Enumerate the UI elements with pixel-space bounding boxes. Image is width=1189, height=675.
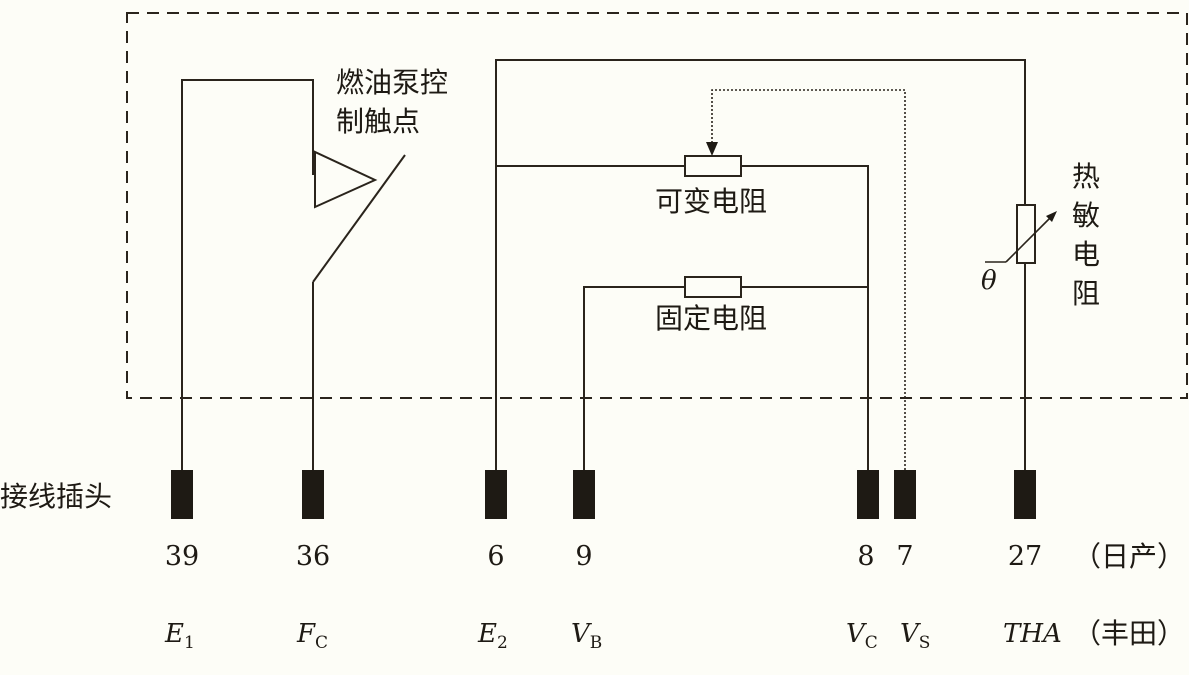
pin-number-8: 8 (857, 541, 874, 572)
pin-name-e2: E2 (477, 619, 508, 653)
thermistor-symbol (1016, 204, 1036, 264)
fixed-resistor-symbol (684, 276, 742, 298)
wire-vc (741, 165, 869, 470)
pin-27 (1014, 470, 1036, 519)
pin-name-e1: E1 (164, 619, 195, 653)
wire-vb (583, 286, 685, 470)
pin-name-vc: VC (846, 619, 878, 653)
pin-number-39: 39 (165, 541, 199, 572)
thermistor-label-char-1: 热 (1072, 160, 1100, 193)
pin-number-27: 27 (1008, 541, 1042, 572)
fixed-resistor-label: 固定电阻 (655, 302, 767, 335)
housing-boundary (126, 12, 1188, 399)
fuel-pump-contact-triangle (314, 150, 378, 209)
pin-number-7: 7 (896, 541, 913, 572)
pin-name-vs: VS (900, 619, 930, 653)
variable-resistor-symbol (684, 155, 742, 177)
thermistor-arrow-icon (1046, 211, 1057, 222)
pin-6 (485, 470, 507, 519)
pin-36 (302, 470, 324, 519)
pin-name-tha: THA (1003, 619, 1062, 649)
wiper-arrow-icon (706, 142, 718, 156)
pin-9 (573, 470, 595, 519)
toyota-row-label: （丰田） (1073, 617, 1185, 650)
thermistor-label-char-2: 敏 (1072, 199, 1100, 232)
pin-number-9: 9 (575, 541, 592, 572)
fuel-pump-contact-label-line1: 燃油泵控 (336, 66, 448, 99)
pin-39 (171, 470, 193, 519)
thermistor-label-char-4: 阻 (1072, 277, 1100, 310)
pin-number-36: 36 (296, 541, 330, 572)
thermistor-arrow-line (1005, 215, 1053, 263)
variable-resistor-label: 可变电阻 (655, 185, 767, 218)
pin-7 (894, 470, 916, 519)
wire-e1-fc-loop (181, 79, 314, 470)
pin-8 (857, 470, 879, 519)
fuel-pump-contact-arm (312, 154, 406, 283)
thermistor-label-char-3: 电 (1072, 238, 1100, 271)
theta-symbol: θ (981, 266, 997, 296)
wiper-wire-vs (711, 89, 906, 470)
nissan-row-label: （日产） (1073, 540, 1185, 573)
connector-label: 接线插头 (0, 480, 112, 513)
fuel-pump-contact-label-line2: 制触点 (336, 105, 420, 138)
pin-name-fc: FC (296, 619, 328, 653)
wire-e2-bus (495, 59, 1026, 470)
pin-number-6: 6 (487, 541, 504, 572)
pin-name-vb: VB (571, 619, 602, 653)
